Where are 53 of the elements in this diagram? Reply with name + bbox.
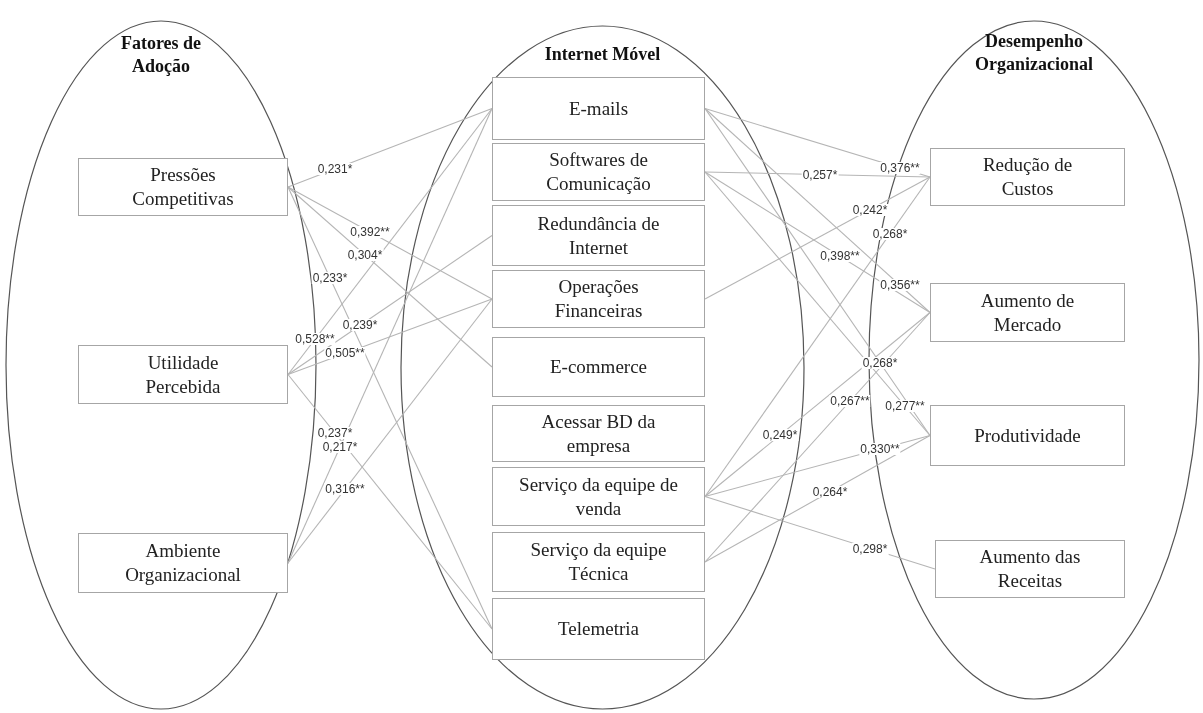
connector-line [704, 434, 931, 563]
group-title: Fatores de Adoção [119, 32, 203, 79]
edge-label: 0,392** [349, 226, 391, 238]
connector-line [287, 298, 493, 564]
group-title: Desempenho Organizacional [974, 30, 1094, 77]
edge-label: 0,268* [871, 227, 909, 240]
factor-box: E-commerce [492, 337, 705, 397]
edge-label: 0,376** [879, 161, 921, 174]
factor-box: Operações Financeiras [492, 270, 705, 328]
edge-label: 0,528** [294, 333, 336, 346]
edge-label: 0,237* [316, 427, 354, 440]
edge-label: 0,277** [884, 400, 926, 413]
edge-label: 0,268* [861, 356, 899, 369]
edge-label: 0,398** [819, 250, 861, 263]
factor-box: Serviço da equipe Técnica [492, 532, 705, 592]
factor-box: Serviço da equipe de venda [492, 467, 705, 526]
connector-line [704, 171, 931, 437]
edge-label: 0,249* [761, 429, 799, 442]
edge-label: 0,239* [341, 319, 379, 332]
edge-label: 0,242* [851, 203, 889, 216]
edge-label: 0,298* [851, 542, 889, 555]
factor-box: Redução de Custos [930, 148, 1125, 206]
factor-box: Pressões Competitivas [78, 158, 288, 216]
factor-box: Redundância de Internet [492, 205, 705, 266]
edge-label: 0,233* [311, 272, 349, 284]
edge-label: 0,505** [324, 347, 366, 360]
factor-box: Aumento das Receitas [935, 540, 1125, 598]
factor-box: E-mails [492, 77, 705, 140]
factor-box: Acessar BD da empresa [492, 405, 705, 462]
connector-line [287, 186, 493, 630]
factor-box: Ambiente Organizacional [78, 533, 288, 593]
factor-box: Telemetria [492, 598, 705, 660]
edge-label: 0,316** [324, 483, 366, 496]
factor-box: Softwares de Comunicação [492, 143, 705, 201]
edge-label: 0,264* [811, 485, 849, 498]
edge-label: 0,257* [801, 168, 839, 181]
edge-label: 0,304* [346, 248, 384, 261]
connector-line [704, 107, 931, 314]
connector-line [704, 311, 931, 563]
edge-label: 0,217* [321, 441, 359, 454]
factor-box: Utilidade Percebida [78, 345, 288, 404]
factor-box: Produtividade [930, 405, 1125, 466]
factor-box: Aumento de Mercado [930, 283, 1125, 342]
connector-line [287, 107, 493, 564]
edge-label: 0,356** [879, 279, 921, 292]
edge-label: 0,267** [829, 395, 871, 408]
connector-line [287, 107, 493, 376]
connector-line [287, 234, 493, 376]
edge-label: 0,330** [859, 443, 901, 456]
connector-line [287, 373, 493, 630]
connector-line [287, 186, 493, 368]
edge-label: 0,231* [316, 162, 354, 175]
group-title: Internet Móvel [543, 43, 662, 66]
